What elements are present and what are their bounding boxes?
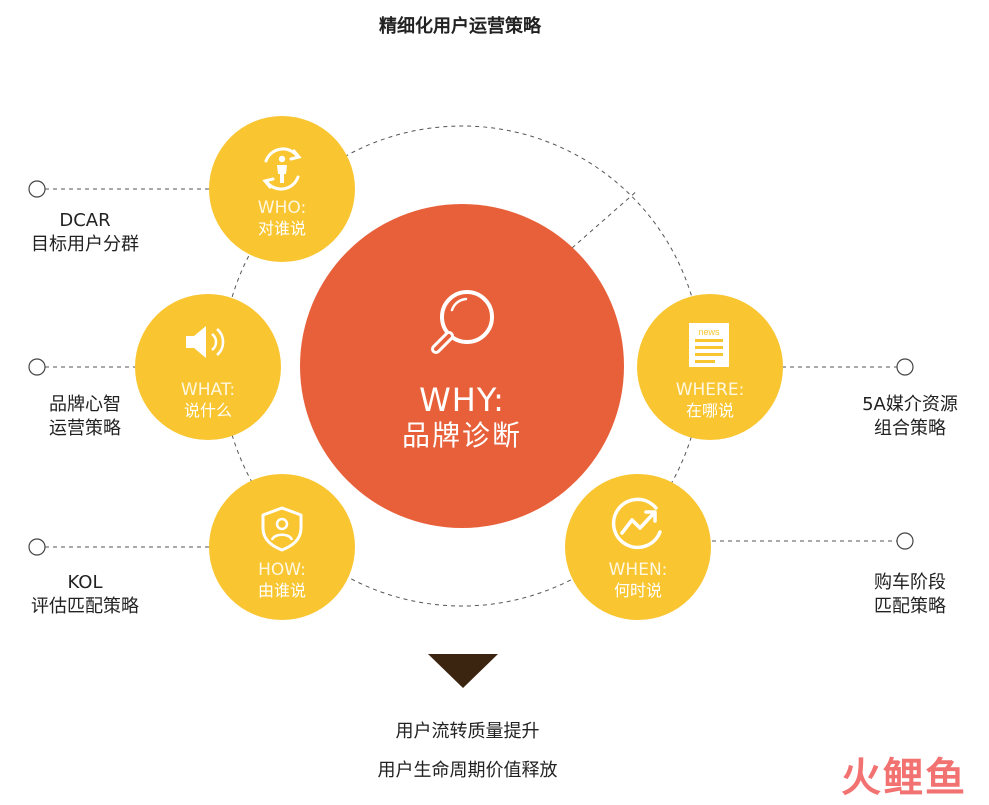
node-what-text: WHAT: 说什么 [148, 380, 268, 422]
side-label-how: KOL 评估匹配策略 [10, 571, 160, 619]
node-where-text: WHERE: 在哪说 [650, 380, 770, 422]
endpoint-where [896, 358, 914, 376]
orbit-divider [571, 189, 639, 249]
side-label-what-line2: 运营策略 [49, 418, 121, 439]
node-where-cn: 在哪说 [685, 401, 734, 420]
center-en: WHY: [419, 381, 505, 419]
node-what-cn: 说什么 [183, 401, 232, 420]
side-label-what: 品牌心智 运营策略 [10, 393, 160, 441]
newspaper-icon [689, 323, 729, 367]
magnifier-icon [431, 290, 494, 354]
node-what [135, 294, 281, 440]
watermark-logo: 火鲤鱼 [841, 755, 967, 801]
endpoint-what [28, 358, 46, 376]
node-when-text: WHEN: 何时说 [578, 560, 698, 602]
trend-arrow-icon [611, 497, 662, 550]
shield-person-icon [261, 506, 303, 552]
node-how [209, 474, 355, 620]
bottom-line-1: 用户流转质量提升 [395, 721, 540, 742]
side-label-when: 购车阶段 匹配策略 [835, 571, 985, 619]
endpoint-how [28, 538, 46, 556]
node-when-cn: 何时说 [613, 581, 662, 600]
side-label-where-line2: 组合策略 [874, 418, 946, 439]
center-text: WHY: 品牌诊断 [362, 382, 562, 454]
side-label-who-line1: DCAR [59, 210, 111, 231]
endpoint-when [896, 532, 914, 550]
node-who-cn: 对谁说 [257, 219, 306, 238]
node-how-cn: 由谁说 [257, 581, 306, 600]
node-how-text: HOW: 由谁说 [222, 560, 342, 602]
node-when-en: WHEN: [608, 560, 668, 580]
newspaper-label: news [698, 327, 720, 337]
speaker-icon [186, 326, 225, 358]
endpoint-who [28, 180, 46, 198]
center-cn: 品牌诊断 [401, 419, 522, 452]
people-cycle-icon [262, 147, 302, 191]
side-label-who-line2: 目标用户分群 [31, 234, 139, 255]
side-label-what-line1: 品牌心智 [49, 394, 121, 415]
side-label-how-line2: 评估匹配策略 [31, 596, 139, 617]
node-where-en: WHERE: [675, 380, 745, 400]
side-label-how-line1: KOL [67, 572, 103, 593]
node-what-en: WHAT: [180, 380, 236, 400]
node-who-en: WHO: [257, 198, 307, 218]
side-label-when-line1: 购车阶段 [874, 572, 946, 593]
side-label-when-line2: 匹配策略 [874, 596, 946, 617]
node-who-text: WHO: 对谁说 [222, 198, 342, 240]
page-title: 精细化用户运营策略 [379, 16, 541, 37]
center-circle [300, 204, 624, 528]
down-arrow [428, 654, 498, 688]
side-label-who: DCAR 目标用户分群 [10, 209, 160, 257]
side-label-where: 5A媒介资源 组合策略 [835, 393, 985, 441]
node-how-en: HOW: [258, 560, 306, 580]
side-label-where-line1: 5A媒介资源 [862, 394, 958, 415]
bottom-line-2: 用户生命周期价值释放 [377, 760, 558, 781]
